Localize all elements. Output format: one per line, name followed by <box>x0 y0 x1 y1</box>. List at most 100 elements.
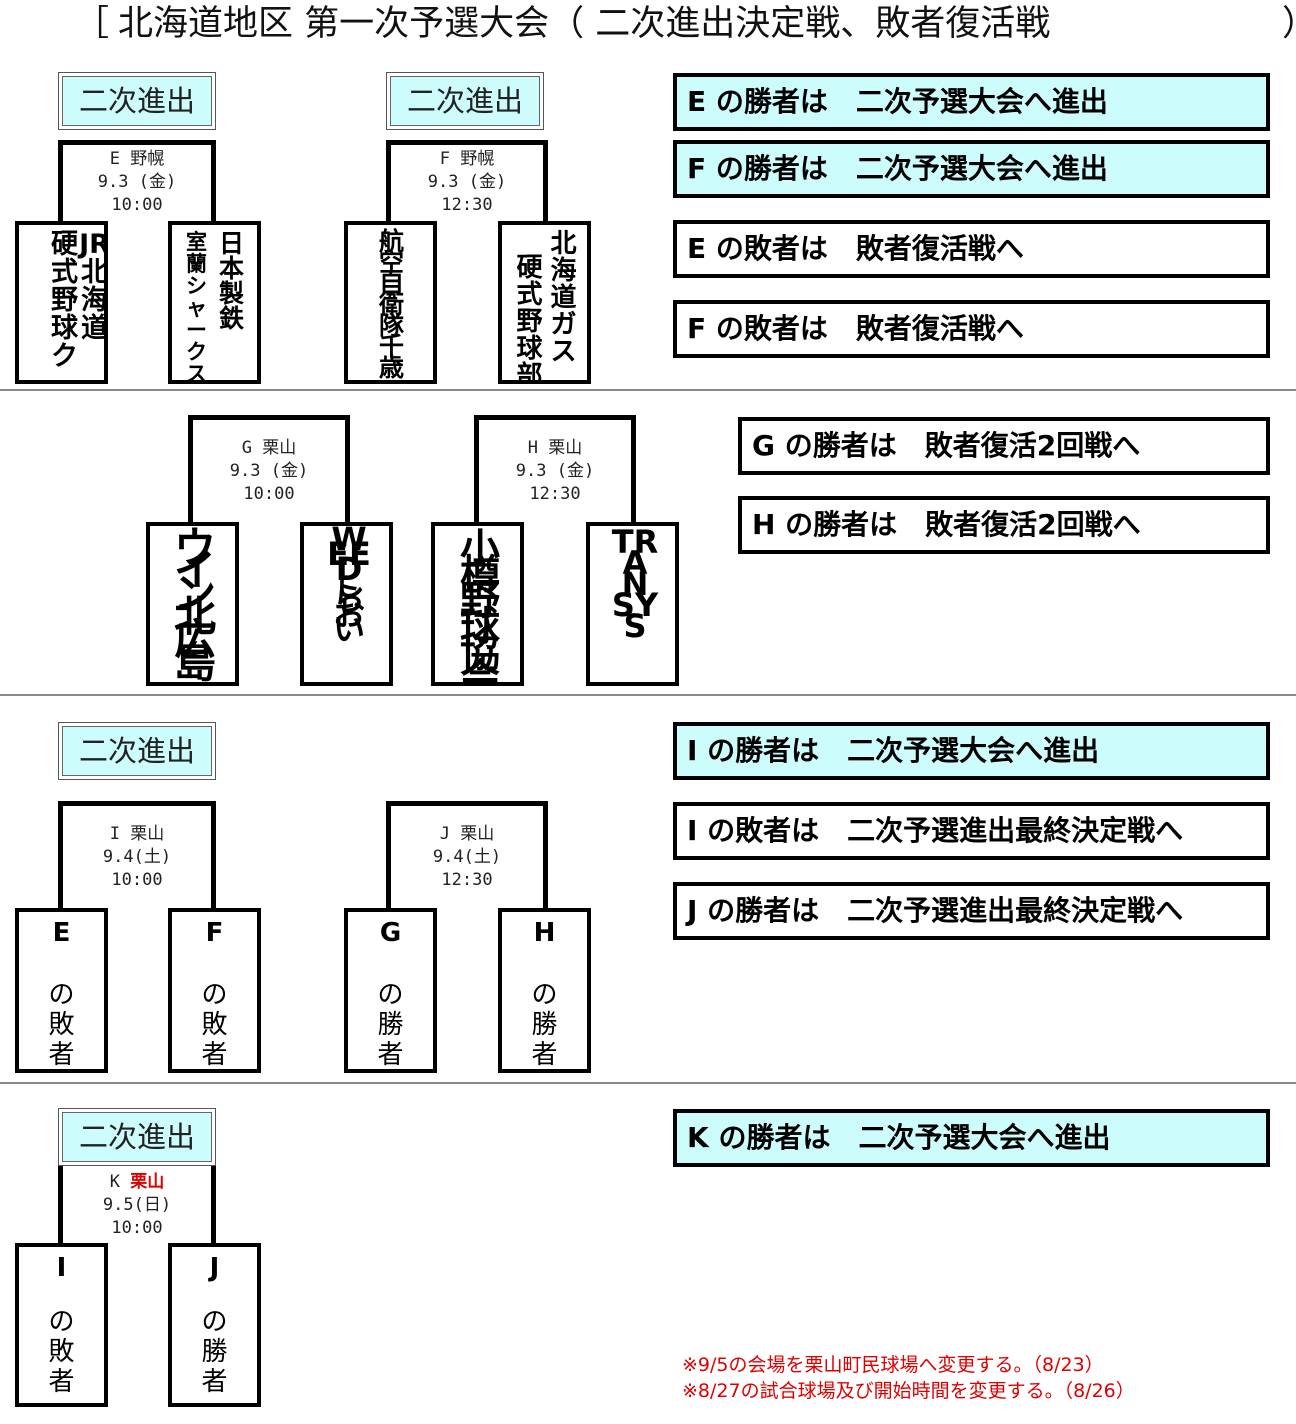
title-text: 北海道地区 第一次予選大会（ 二次進出決定戦、敗者復活戦 <box>118 4 1051 44</box>
match-id: K <box>109 1172 120 1192</box>
team-name-col: TRANSYS <box>611 523 659 645</box>
team-box-otaru: 小樽野球協会 <box>431 522 524 686</box>
match-info-g: G 栗山 9.3 (金) 10:00 <box>193 437 345 506</box>
match-date: 9.5(日) <box>102 1195 172 1215</box>
result-i-loser: I の敗者は 二次予選進出最終決定戦へ <box>673 802 1270 860</box>
match-info-h: H 栗山 9.3 (金) 12:30 <box>479 437 631 506</box>
slot-key: H <box>533 918 556 948</box>
match-time: 10:00 <box>111 1218 163 1238</box>
result-e-winner: E の勝者は 二次予選大会へ進出 <box>673 73 1270 131</box>
match-date: 9.3 (金) <box>229 461 309 481</box>
advance-label-f: 二次進出 <box>386 72 544 130</box>
match-label: J 栗山 <box>439 824 495 844</box>
title-open-bracket: ［ <box>74 4 110 44</box>
match-venue: 栗山 <box>130 1172 165 1192</box>
match-date: 9.3 (金) <box>427 172 507 192</box>
team-name-col: WEEDしらおい <box>327 522 371 648</box>
slot-key: E <box>52 918 71 948</box>
result-j-winner: J の勝者は 二次予選進出最終決定戦へ <box>673 882 1270 940</box>
slot-word: 勝 <box>531 1010 558 1040</box>
match-time: 12:30 <box>441 195 493 215</box>
bracket-j <box>386 801 548 911</box>
match-info-f: F 野幌 9.3 (金) 12:30 <box>391 148 543 217</box>
slot-word: の <box>201 980 228 1010</box>
team-box-win-kitahiroshima: ウイン北広島 <box>146 522 239 686</box>
slot-word: の <box>48 1307 75 1337</box>
slot-h-winner: H の 勝 者 <box>498 908 591 1073</box>
slot-j-winner: J の 勝 者 <box>168 1243 261 1407</box>
team-box-nippon-steel: 日本製鉄 室蘭シャークス <box>168 221 261 384</box>
match-date: 9.3 (金) <box>97 172 177 192</box>
match-label: K 栗山 <box>63 1171 211 1194</box>
match-date: 9.3 (金) <box>515 461 595 481</box>
result-i-winner: I の勝者は 二次予選大会へ進出 <box>673 722 1270 780</box>
slot-f-loser: F の 敗 者 <box>168 908 261 1073</box>
bracket-h <box>474 415 636 527</box>
slot-key: G <box>379 918 402 948</box>
match-time: 12:30 <box>441 870 493 890</box>
team-box-hokkaido-gas: 北海道ガス 硬式野球部 <box>498 221 591 384</box>
team-name-col: 北海道ガス <box>550 229 577 367</box>
team-name-col: 日本製鉄 <box>218 229 244 333</box>
section-divider <box>0 694 1296 696</box>
team-name-col: ク <box>51 341 78 372</box>
bracket-g <box>188 415 350 527</box>
slot-word: 者 <box>201 1040 228 1070</box>
section-divider <box>0 1082 1296 1084</box>
match-label: I 栗山 <box>109 824 165 844</box>
team-name-col: 室蘭シャークス <box>186 230 207 384</box>
slot-text: E の 敗 者 <box>19 912 104 1069</box>
slot-word: の <box>48 980 75 1010</box>
team-name-col: 小樽野球協会 <box>460 526 500 686</box>
slot-e-loser: E の 敗 者 <box>15 908 108 1073</box>
advance-label-text: 二次進出 <box>390 76 540 126</box>
slot-word: 者 <box>48 1367 75 1397</box>
match-date: 9.4(土) <box>432 847 502 867</box>
result-f-loser: F の敗者は 敗者復活戦へ <box>673 300 1270 358</box>
slot-word: 者 <box>201 1367 228 1397</box>
section-divider <box>0 389 1296 391</box>
bracket-i <box>58 801 216 911</box>
result-e-loser: E の敗者は 敗者復活戦へ <box>673 220 1270 278</box>
match-info-j: J 栗山 9.4(土) 12:30 <box>391 823 543 892</box>
match-label: F 野幌 <box>439 149 495 169</box>
slot-word: 敗 <box>48 1010 75 1040</box>
title-close-bracket: ） <box>1282 0 1296 48</box>
advance-label-text: 二次進出 <box>62 1112 212 1162</box>
team-box-transys: TRANSYS <box>586 522 679 686</box>
bracket-f <box>386 140 548 224</box>
match-time: 12:30 <box>529 484 581 504</box>
slot-word: の <box>377 980 404 1010</box>
note-time-change: ※8/27の試合球場及び開始時間を変更する。（8/26） <box>682 1380 1135 1402</box>
result-g-winner: G の勝者は 敗者復活2回戦へ <box>738 417 1270 475</box>
team-name-col: JR北海道 <box>79 229 108 344</box>
advance-label-i: 二次進出 <box>58 722 216 780</box>
slot-word: の <box>201 1307 228 1337</box>
page-title: ［ 北海道地区 第一次予選大会（ 二次進出決定戦、敗者復活戦 ） <box>0 0 1296 52</box>
slot-word: 敗 <box>48 1337 75 1367</box>
match-info-k: K 栗山 9.5(日) 10:00 <box>63 1171 211 1240</box>
slot-text: G の 勝 者 <box>348 912 433 1069</box>
match-label: H 栗山 <box>527 438 583 458</box>
slot-word: 勝 <box>201 1337 228 1367</box>
advance-label-e: 二次進出 <box>58 72 216 130</box>
match-time: 10:00 <box>243 484 295 504</box>
match-label: E 野幌 <box>109 149 165 169</box>
team-name-col: 硬式野球部 <box>516 253 543 384</box>
slot-i-loser: I の 敗 者 <box>15 1243 108 1407</box>
team-name-col: 航空自衛隊千歳 <box>378 227 404 382</box>
advance-label-text: 二次進出 <box>62 76 212 126</box>
slot-word: 敗 <box>201 1010 228 1040</box>
note-venue-change: ※9/5の会場を栗山町民球場へ変更する。（8/23） <box>682 1354 1104 1376</box>
bracket-k <box>58 1166 216 1246</box>
slot-g-winner: G の 勝 者 <box>344 908 437 1073</box>
slot-key: F <box>205 918 224 948</box>
result-h-winner: H の勝者は 敗者復活2回戦へ <box>738 496 1270 554</box>
match-info-e: E 野幌 9.3 (金) 10:00 <box>63 148 211 217</box>
slot-text: I の 敗 者 <box>19 1247 104 1403</box>
team-box-koku-jieitai: 航空自衛隊千歳 <box>344 221 437 384</box>
team-box-weed-shiraoi: WEEDしらおい <box>300 522 393 686</box>
advance-label-k: 二次進出 <box>58 1108 216 1166</box>
slot-text: H の 勝 者 <box>502 912 587 1069</box>
match-time: 10:00 <box>111 870 163 890</box>
